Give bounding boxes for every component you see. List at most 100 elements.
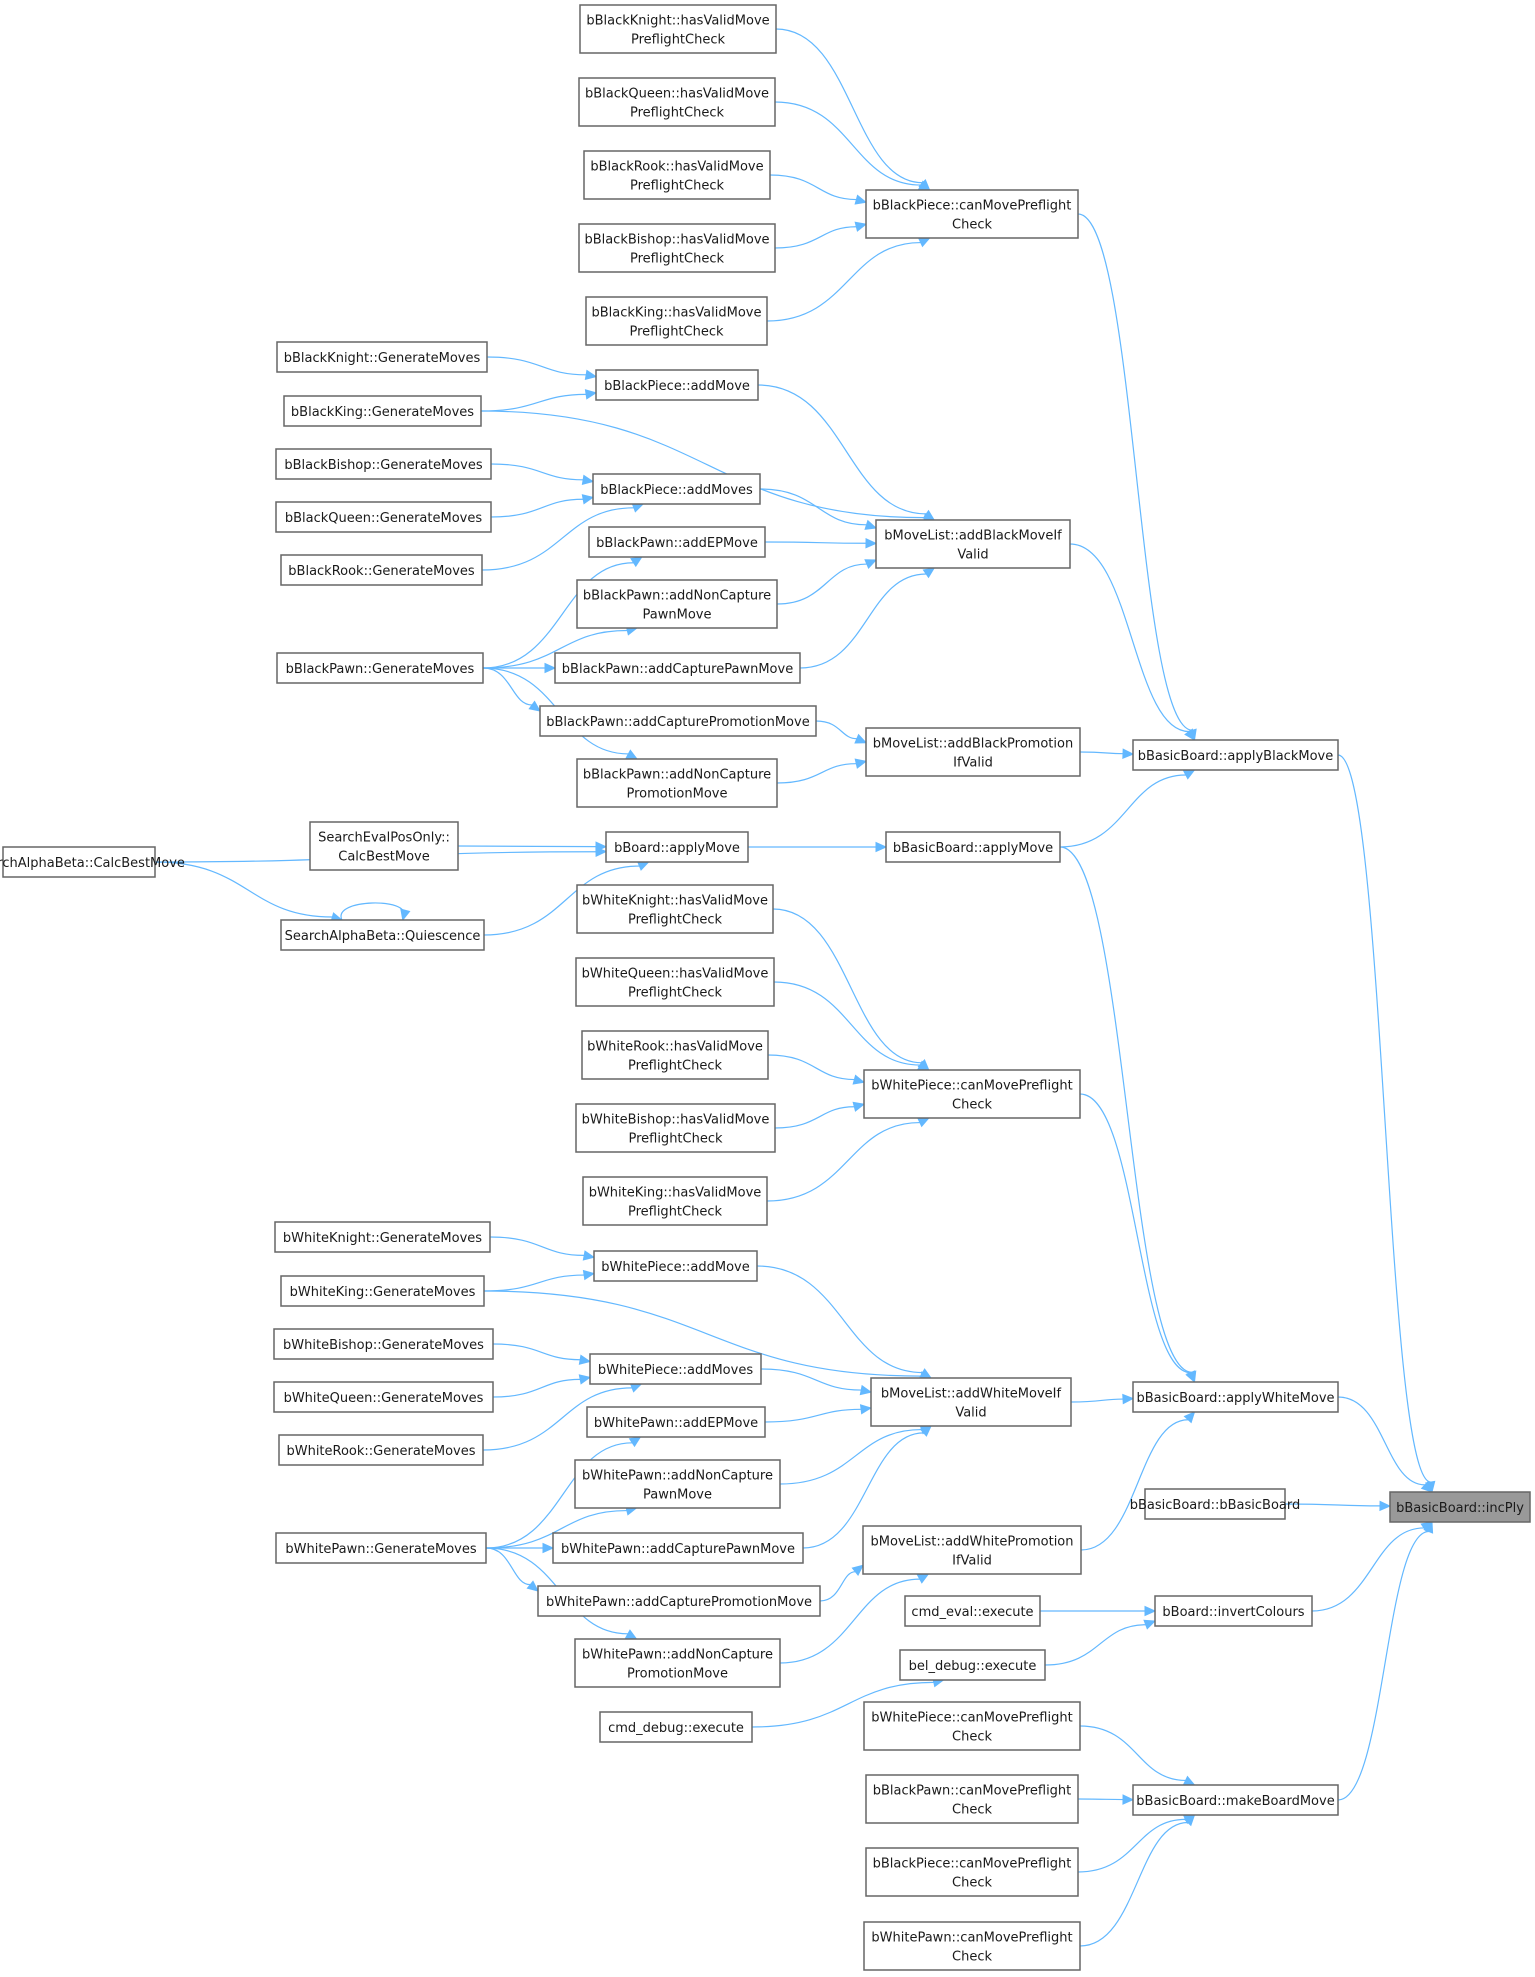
node-box: [1154, 1595, 1313, 1627]
edge-line: [480, 393, 587, 412]
call-edge: [490, 463, 595, 486]
call-edge: [486, 356, 598, 381]
node-label: bBlackPawn::addNonCapture: [583, 768, 771, 783]
edge-line: [774, 226, 857, 249]
graph-node[interactable]: bBlackPawn::GenerateMoves: [276, 652, 484, 684]
graph-node[interactable]: bBlackPawn::addEPMove: [588, 526, 766, 558]
node-label: bWhiteQueen::GenerateMoves: [284, 1391, 484, 1406]
focus-node[interactable]: bBasicBoard::incPly: [1389, 1491, 1531, 1523]
graph-node[interactable]: bBlackPiece::addMoves: [592, 473, 761, 505]
node-box: [589, 1353, 762, 1385]
graph-node[interactable]: bWhiteKnight::GenerateMoves: [274, 1221, 491, 1253]
graph-node[interactable]: cmd_debug::execute: [599, 1711, 753, 1743]
graph-node[interactable]: bBlackRook::GenerateMoves: [280, 554, 483, 586]
edge-line: [776, 763, 857, 784]
arrow-head-icon: [1122, 748, 1135, 759]
node-label: PreflightCheck: [630, 106, 725, 121]
graph-node[interactable]: bBlackBishop::GenerateMoves: [275, 448, 492, 480]
node-label: PreflightCheck: [628, 1059, 723, 1074]
call-edge: [767, 1054, 866, 1085]
node-label: bBlackKnight::GenerateMoves: [284, 351, 481, 366]
graph-node[interactable]: bWhiteBishop::GenerateMoves: [273, 1328, 494, 1360]
call-edge: [485, 1436, 642, 1549]
edge-line: [1079, 751, 1124, 755]
node-box: [1144, 1488, 1286, 1520]
edge-line: [1337, 1530, 1429, 1801]
node-label: PawnMove: [643, 1488, 712, 1503]
graph-node[interactable]: bBlackPawn::addCapturePromotionMove: [539, 705, 817, 737]
node-label: bWhitePiece::addMove: [601, 1260, 749, 1275]
graph-node[interactable]: bBlackPawn::addCapturePawnMove: [554, 652, 801, 684]
graph-node[interactable]: bBasicBoard::applyWhiteMove: [1132, 1381, 1339, 1413]
arrow-head-icon: [919, 1425, 932, 1437]
call-edge: [480, 410, 936, 524]
edge-line: [764, 1408, 862, 1423]
graph-node[interactable]: bWhitePiece::addMove: [593, 1250, 758, 1282]
graph-node[interactable]: bWhiteKing::GenerateMoves: [280, 1275, 485, 1307]
edge-line: [1059, 846, 1193, 1373]
graph-node[interactable]: bBlackKnight::GenerateMoves: [276, 341, 488, 373]
edge-line: [773, 981, 921, 1066]
node-box: [583, 150, 771, 200]
arrow-head-icon: [864, 519, 878, 530]
graph-node[interactable]: bBlackPiece::addMove: [595, 369, 759, 401]
arrow-head-icon: [1379, 1500, 1392, 1512]
graph-node[interactable]: SearchEvalPosOnly::CalcBestMove: [309, 821, 459, 871]
graph-node[interactable]: SearchAlphaBeta::Quiescence: [280, 919, 485, 951]
node-label: PreflightCheck: [628, 1205, 723, 1220]
arrow-head-icon: [1184, 728, 1196, 741]
graph-node[interactable]: bBoard::applyMove: [605, 831, 749, 863]
graph-node[interactable]: bWhitePiece::addMoves: [589, 1353, 762, 1385]
arrow-head-icon: [581, 474, 595, 486]
edge-line: [775, 28, 923, 184]
edge-line: [1337, 754, 1431, 1483]
graph-node[interactable]: bBasicBoard::applyBlackMove: [1132, 739, 1339, 771]
graph-node[interactable]: bBoard::invertColours: [1154, 1595, 1313, 1627]
graph-node[interactable]: bel_debug::execute: [899, 1649, 1046, 1681]
graph-node[interactable]: bBlackKing::GenerateMoves: [283, 395, 482, 427]
graph-node[interactable]: bWhitePawn::addCapturePawnMove: [552, 1532, 804, 1564]
graph-node[interactable]: bBasicBoard::makeBoardMove: [1132, 1784, 1339, 1816]
graph-node[interactable]: cmd_eval::execute: [904, 1595, 1041, 1627]
call-edge: [483, 1269, 596, 1292]
node-box: [537, 1585, 821, 1617]
graph-node[interactable]: bBlackQueen::GenerateMoves: [275, 501, 492, 533]
edge-line: [760, 1368, 862, 1391]
graph-node[interactable]: bWhiteQueen::GenerateMoves: [273, 1381, 494, 1413]
graph-node[interactable]: bBasicBoard::bBasicBoard: [1130, 1488, 1301, 1520]
arrow-head-icon: [851, 1564, 864, 1576]
graph-node[interactable]: bWhitePawn::GenerateMoves: [275, 1532, 487, 1564]
graph-node[interactable]: SearchAlphaBeta::CalcBestMove: [0, 846, 185, 878]
graph-node[interactable]: bWhitePawn::addCapturePromotionMove: [537, 1585, 821, 1617]
call-edge: [340, 902, 411, 922]
graph-node[interactable]: bWhiteRook::GenerateMoves: [278, 1434, 484, 1466]
graph-node[interactable]: bWhitePawn::addEPMove: [586, 1406, 766, 1438]
graph-node[interactable]: bBasicBoard::applyMove: [885, 831, 1061, 863]
edge-line: [764, 541, 867, 544]
node-label: Check: [952, 1730, 992, 1745]
